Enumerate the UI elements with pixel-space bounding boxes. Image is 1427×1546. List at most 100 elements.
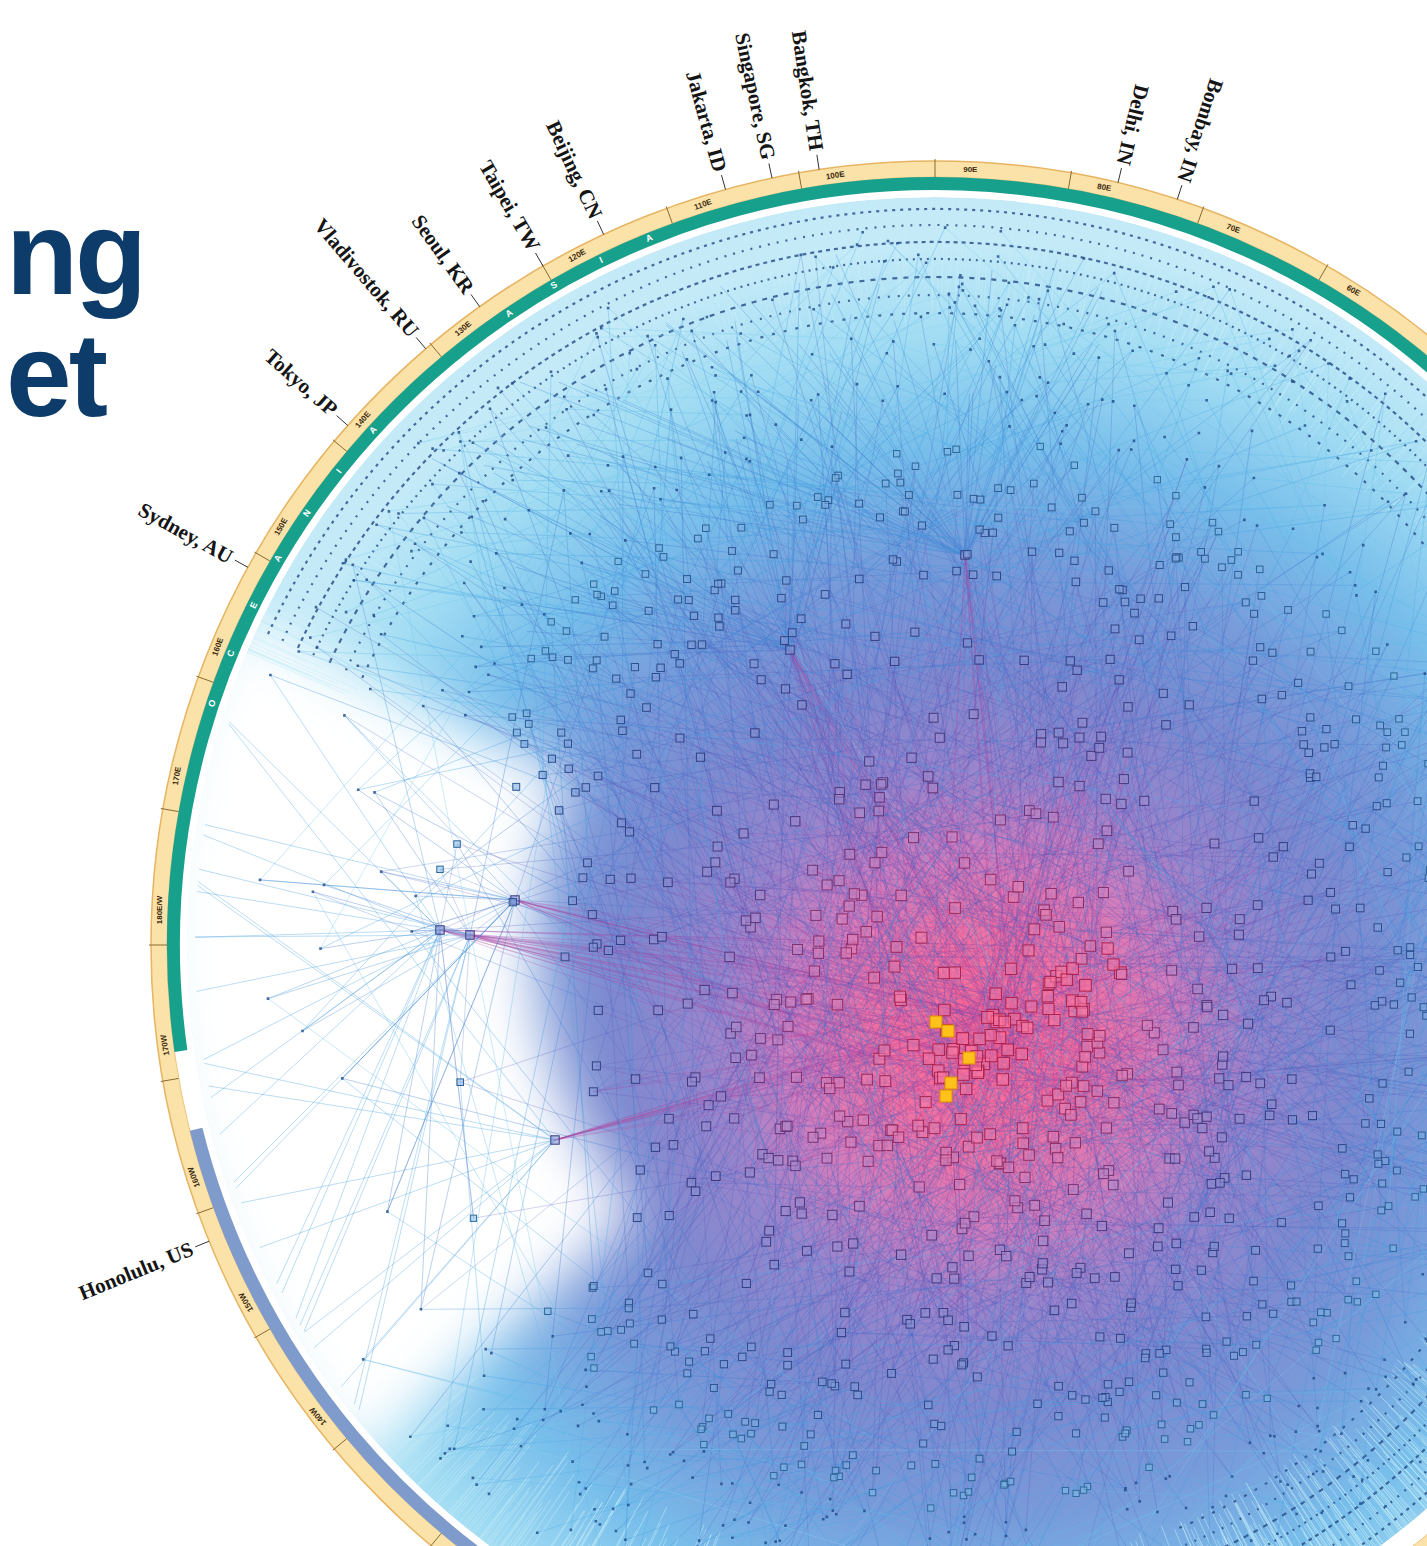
as-square	[612, 588, 619, 595]
as-square	[819, 1378, 827, 1386]
as-square	[565, 765, 572, 772]
city-label: Honolulu, US	[76, 1239, 196, 1304]
as-square	[1225, 1214, 1233, 1222]
as-square	[1304, 896, 1312, 904]
as-square	[916, 932, 927, 943]
as-square	[1293, 1298, 1300, 1305]
link-bundle	[310, 228, 1427, 1546]
as-square	[730, 1114, 739, 1123]
city-tick	[722, 175, 726, 189]
as-square	[1342, 948, 1350, 956]
as-square	[964, 1251, 973, 1260]
as-square	[1140, 796, 1149, 805]
as-square	[992, 1156, 1003, 1167]
as-square	[923, 772, 933, 782]
as-square	[1331, 741, 1338, 748]
as-square	[720, 1361, 727, 1368]
as-square	[831, 660, 839, 668]
as-square	[1425, 761, 1427, 767]
as-square	[1095, 743, 1104, 752]
as-square	[1075, 781, 1084, 790]
as-square	[738, 524, 745, 531]
as-square	[849, 1452, 856, 1459]
as-square	[1350, 1176, 1357, 1183]
as-square	[1244, 1019, 1253, 1028]
city-label: Sydney, AU	[135, 499, 236, 567]
as-square	[846, 1137, 856, 1147]
as-square	[1048, 1132, 1059, 1143]
as-square	[769, 1000, 779, 1010]
as-square	[1031, 809, 1041, 819]
as-dots	[259, 226, 1427, 1546]
as-square	[1054, 922, 1065, 933]
as-square	[1394, 1128, 1401, 1135]
as-square	[1267, 1100, 1276, 1109]
as-square	[1068, 1185, 1078, 1195]
degree-tick	[1319, 264, 1328, 280]
as-square	[1070, 1138, 1080, 1148]
as-square	[997, 1074, 1009, 1086]
as-square	[756, 890, 765, 899]
as-square	[1265, 1111, 1274, 1120]
as-square	[813, 948, 823, 958]
as-square	[665, 1114, 674, 1123]
as-square	[1202, 1112, 1211, 1121]
as-square	[968, 1474, 975, 1481]
city-label: Singapore, SG	[731, 31, 778, 162]
as-square	[626, 1320, 633, 1327]
as-square	[1405, 1068, 1412, 1075]
as-square	[814, 936, 824, 946]
as-square	[803, 1246, 812, 1255]
as-square	[976, 1455, 983, 1462]
as-square	[643, 704, 651, 712]
as-square	[1324, 1310, 1331, 1317]
as-square	[525, 721, 532, 728]
as-square	[849, 889, 859, 899]
as-square	[998, 1057, 1010, 1069]
as-square	[856, 500, 863, 507]
as-square	[920, 571, 928, 579]
as-square	[786, 646, 794, 654]
as-square	[1385, 1203, 1392, 1210]
as-square	[832, 999, 843, 1010]
as-square	[594, 1006, 602, 1014]
as-square	[1040, 1216, 1050, 1226]
as-square	[757, 676, 765, 684]
as-square	[1048, 812, 1058, 822]
as-square	[1253, 964, 1262, 973]
as-square	[1106, 655, 1114, 663]
as-square	[798, 701, 806, 709]
as-square	[1420, 1004, 1427, 1011]
as-square	[837, 1328, 845, 1336]
as-square	[1125, 1249, 1134, 1258]
as-square	[1102, 943, 1113, 954]
title: ng et	[6, 192, 176, 436]
as-square	[523, 710, 530, 717]
as-square	[784, 1361, 792, 1369]
as-square	[741, 916, 750, 925]
as-square	[1028, 548, 1035, 555]
as-square	[1026, 1001, 1037, 1012]
as-square	[1202, 1313, 1210, 1321]
as-square	[1022, 1022, 1033, 1033]
city-label: Vladivostok, RU	[309, 215, 421, 341]
as-square	[976, 526, 983, 533]
as-square	[1377, 722, 1384, 729]
as-square	[769, 800, 778, 809]
as-square	[1189, 623, 1196, 630]
as-square	[688, 641, 695, 648]
as-square	[654, 1006, 663, 1015]
as-square	[914, 1182, 924, 1192]
as-square	[1153, 1392, 1160, 1399]
as-square	[1045, 976, 1056, 987]
as-square	[798, 1461, 805, 1468]
as-square	[601, 633, 608, 640]
as-square	[889, 961, 900, 972]
as-square	[1205, 1147, 1214, 1156]
as-square	[1111, 1273, 1120, 1282]
band-edge	[151, 161, 1427, 1546]
as-square	[1323, 611, 1329, 617]
as-square	[848, 934, 858, 944]
as-square	[687, 1178, 696, 1187]
